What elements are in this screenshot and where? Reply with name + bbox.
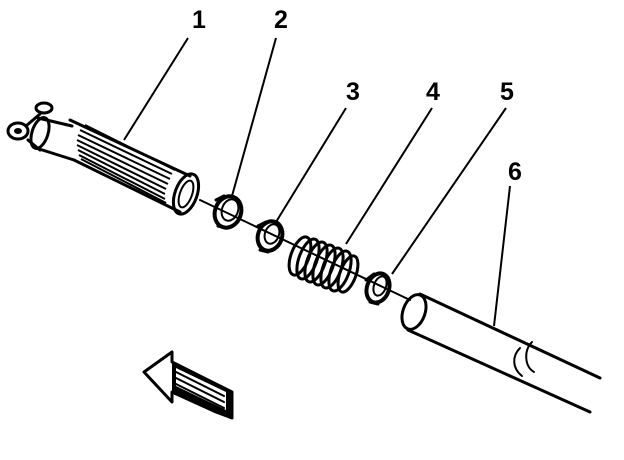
part-4-coil-spring bbox=[287, 235, 360, 294]
spline-grooves bbox=[76, 124, 176, 204]
leader-line-4 bbox=[345, 107, 433, 245]
part-2-ring bbox=[212, 194, 244, 230]
leader-line-5 bbox=[391, 107, 507, 275]
callout-6: 6 bbox=[508, 158, 522, 186]
arrow-left-3d-icon bbox=[142, 350, 234, 420]
part-1-splined-shaft bbox=[6, 101, 201, 216]
center-rod bbox=[199, 199, 411, 301]
part-6-tube bbox=[400, 292, 602, 414]
leader-lines bbox=[123, 37, 511, 327]
callout-labels: 1 2 3 4 5 6 bbox=[192, 6, 522, 186]
callout-5: 5 bbox=[500, 78, 514, 106]
leader-line-2 bbox=[231, 37, 277, 197]
callout-2: 2 bbox=[274, 6, 288, 34]
part-3-ring bbox=[255, 219, 285, 254]
leader-line-1 bbox=[123, 37, 189, 141]
callout-1: 1 bbox=[192, 6, 206, 34]
part-5-ring bbox=[364, 271, 392, 306]
leader-line-3 bbox=[275, 107, 347, 223]
callout-3: 3 bbox=[346, 78, 360, 106]
leader-line-6 bbox=[493, 185, 511, 327]
callout-4: 4 bbox=[426, 78, 440, 106]
